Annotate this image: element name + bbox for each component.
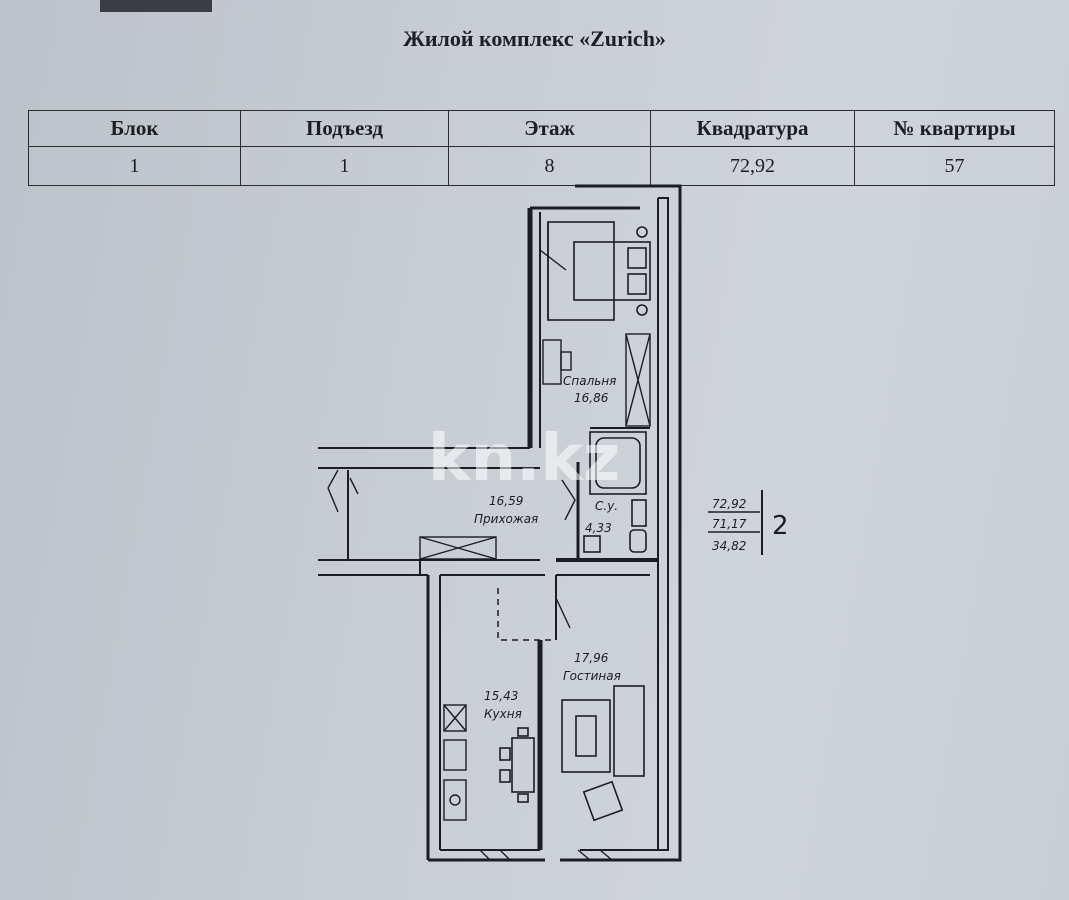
hallway-label: Прихожая bbox=[474, 512, 538, 526]
bedroom-area: 16,86 bbox=[574, 391, 609, 405]
hallway-area: 16,59 bbox=[489, 494, 523, 508]
hallway-wardrobe-icon bbox=[419, 536, 497, 560]
table-row: 1 1 8 72,92 57 bbox=[28, 146, 1055, 186]
value-apartment-number: 57 bbox=[854, 146, 1055, 186]
summary-living: 34,82 bbox=[712, 539, 746, 553]
wardrobe-icon bbox=[625, 333, 651, 427]
value-floor: 8 bbox=[448, 146, 651, 186]
table-header-row: Блок Подъезд Этаж Квадратура № квартиры bbox=[28, 109, 1055, 148]
desk-icon bbox=[542, 339, 572, 385]
watermark-logo: kn.kz bbox=[428, 422, 620, 496]
kitchen-area: 15,43 bbox=[484, 689, 518, 703]
value-area: 72,92 bbox=[650, 146, 855, 186]
dining-table-icon bbox=[499, 727, 535, 803]
bathroom-label: С.у. bbox=[595, 499, 618, 513]
header-area: Квадратура bbox=[650, 109, 855, 148]
kitchen-opening bbox=[497, 588, 556, 641]
sofa-icon bbox=[561, 685, 645, 822]
page-corner-mark bbox=[100, 0, 212, 12]
header-block: Блок bbox=[28, 109, 241, 148]
outer-walls bbox=[318, 184, 682, 862]
door-swing bbox=[539, 249, 567, 271]
bed-icon bbox=[547, 221, 651, 321]
value-entrance: 1 bbox=[240, 146, 449, 186]
bathroom-area: 4,33 bbox=[585, 521, 612, 535]
summary-net: 71,17 bbox=[712, 517, 747, 531]
kitchen-label: Кухня bbox=[484, 707, 522, 721]
complex-title: Жилой комплекс «Zurich» bbox=[403, 26, 666, 51]
living-area: 17,96 bbox=[574, 651, 609, 665]
header-apartment-number: № квартиры bbox=[854, 109, 1055, 148]
bedroom-label: Спальня bbox=[563, 374, 616, 388]
summary-total: 72,92 bbox=[712, 497, 746, 511]
bathtub-icon bbox=[583, 431, 647, 553]
apartment-info-table: Блок Подъезд Этаж Квадратура № квартиры … bbox=[28, 109, 1055, 186]
living-label: Гостиная bbox=[563, 669, 621, 683]
door-swing-hall bbox=[555, 479, 576, 629]
window-marks bbox=[479, 849, 613, 861]
rooms-count: 2 bbox=[772, 511, 789, 541]
entrance-door bbox=[327, 469, 359, 513]
kitchen-units-icon bbox=[443, 704, 467, 821]
header-entrance: Подъезд bbox=[240, 109, 449, 148]
